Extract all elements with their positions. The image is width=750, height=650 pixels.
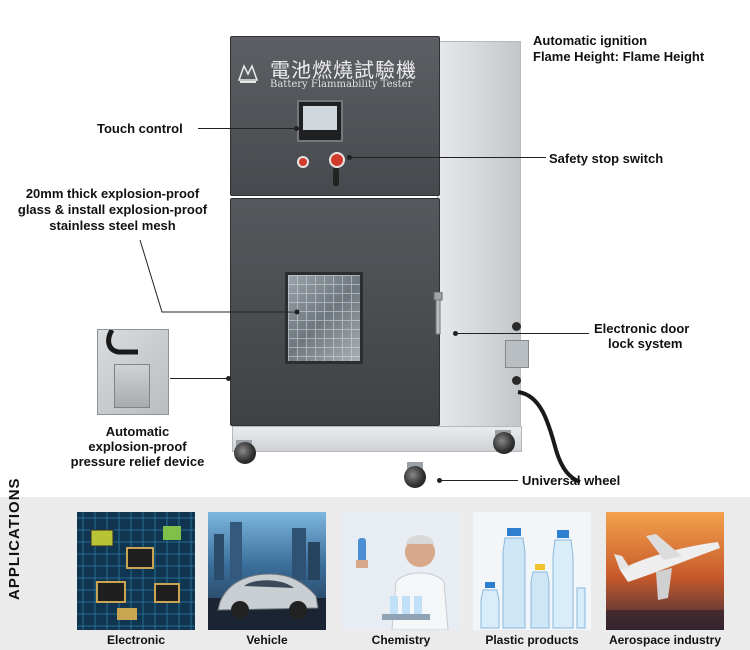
caster-wheel-icon <box>493 432 515 454</box>
application-label: Chemistry <box>371 633 431 647</box>
application-label: Electronic <box>106 633 166 647</box>
power-button[interactable] <box>297 156 309 168</box>
machine-title-english: Battery Flammability Tester <box>270 79 413 90</box>
application-tile-aerospace <box>606 512 724 630</box>
application-label: Vehicle <box>246 633 288 647</box>
bottles-icon <box>480 528 586 629</box>
steel-mesh <box>288 275 360 361</box>
callout-door-lock-line2: lock system <box>608 336 683 351</box>
side-fitting-bottom <box>512 376 521 385</box>
relief-plate <box>114 364 150 408</box>
circuit-board-icon <box>77 512 195 630</box>
callout-glass-line1: 20mm thick explosion-proof <box>25 186 200 201</box>
caster-wheel-icon <box>234 442 256 464</box>
leader-dot <box>294 126 299 131</box>
door-handle-icon[interactable] <box>432 292 444 336</box>
leader-dot <box>347 155 352 160</box>
caster-wheel-icon <box>404 466 426 488</box>
cabinet-side-panel <box>437 41 521 446</box>
leader-dot <box>226 376 231 381</box>
car-icon <box>208 522 326 630</box>
emergency-stop-button[interactable] <box>329 152 345 168</box>
relief-device-inset <box>97 329 169 415</box>
leader-line <box>170 378 226 379</box>
callout-glass-line3: stainless steel mesh <box>49 218 176 233</box>
callout-ignition-line2: Flame Height: Flame Height <box>533 49 705 64</box>
application-label: Aerospace industry <box>608 633 722 647</box>
leader-line <box>440 480 518 481</box>
callout-door-lock-line1: Electronic door <box>594 321 690 336</box>
application-tile-electronic <box>77 512 195 630</box>
touch-screen[interactable] <box>297 100 343 142</box>
observation-window <box>285 272 363 364</box>
scientist-icon <box>342 512 460 630</box>
electronic-door-lock <box>505 340 529 368</box>
leader-line <box>350 157 546 158</box>
application-label: Plastic products <box>485 633 579 647</box>
leader-line <box>198 128 296 129</box>
callout-relief-line2: explosion-proof <box>88 439 187 454</box>
application-tile-chemistry <box>342 512 460 630</box>
callout-relief-line3: pressure relief device <box>70 454 205 469</box>
application-tile-plastic <box>473 512 591 630</box>
callout-safety-stop: Safety stop switch <box>549 151 664 166</box>
leader-line <box>456 333 589 334</box>
machine-title-chinese: 電池燃燒試驗機 <box>270 58 417 82</box>
leader-dot <box>437 478 442 483</box>
touch-screen-display <box>303 106 337 130</box>
callout-ignition-line1: Automatic ignition <box>533 33 648 48</box>
airplane-icon <box>606 534 724 630</box>
applications-title: APPLICATIONS <box>6 477 23 600</box>
relief-hose-icon <box>106 330 138 355</box>
callout-touch-control: Touch control <box>97 121 183 136</box>
callout-universal-wheel: Universal wheel <box>522 473 621 488</box>
key-switch[interactable] <box>333 168 339 186</box>
brand-logo-icon <box>237 63 259 83</box>
cabinet-base <box>232 426 522 452</box>
leader-dot <box>453 331 458 336</box>
callout-relief-line1: Automatic <box>105 424 170 439</box>
callout-glass-line2: glass & install explosion-proof <box>17 202 208 217</box>
side-fitting-top <box>512 322 521 331</box>
application-tile-vehicle <box>208 512 326 630</box>
